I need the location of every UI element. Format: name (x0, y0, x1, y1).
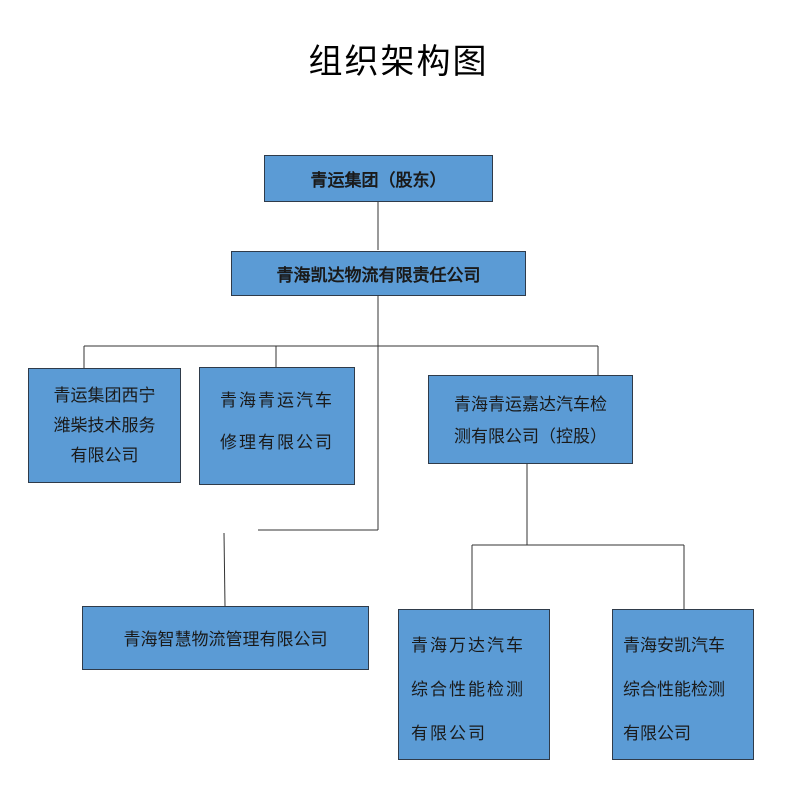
node-shareholder: 青运集团（股东） (264, 155, 493, 202)
node-line: 修理有限公司 (220, 433, 334, 453)
node-line: 测有限公司（控股） (454, 427, 607, 447)
node-company: 青海凯达物流有限责任公司 (231, 251, 526, 296)
node-line: 青海安凯汽车 (623, 636, 725, 656)
node-line: 青海万达汽车 (411, 636, 525, 656)
node-shareholder-label: 青运集团（股东） (310, 171, 447, 191)
node-line: 有限公司 (411, 724, 487, 744)
node-ankai-inspection: 青海安凯汽车 综合性能检测 有限公司 (612, 609, 754, 760)
node-jiada-inspection: 青海青运嘉达汽车检 测有限公司（控股） (428, 375, 633, 464)
connector (223, 532, 226, 607)
node-line: 有限公司 (623, 724, 691, 744)
node-wanda-inspection: 青海万达汽车 综合性能检测 有限公司 (398, 609, 550, 760)
node-smart-logistics-label: 青海智慧物流管理有限公司 (123, 630, 328, 650)
chart-title: 组织架构图 (308, 42, 489, 82)
node-line: 潍柴技术服务 (53, 416, 156, 436)
node-line: 综合性能检测 (411, 680, 525, 700)
node-company-label: 青海凯达物流有限责任公司 (276, 266, 481, 286)
node-xining-weichai: 青运集团西宁 潍柴技术服务 有限公司 (28, 368, 181, 483)
node-smart-logistics: 青海智慧物流管理有限公司 (82, 606, 369, 670)
node-qingyun-repair: 青海青运汽车 修理有限公司 (199, 367, 355, 485)
node-line: 青海青运嘉达汽车检 (454, 395, 607, 415)
node-line: 青海青运汽车 (220, 391, 334, 411)
node-line: 有限公司 (70, 446, 139, 466)
node-line: 青运集团西宁 (53, 386, 156, 406)
node-line: 综合性能检测 (623, 680, 725, 700)
